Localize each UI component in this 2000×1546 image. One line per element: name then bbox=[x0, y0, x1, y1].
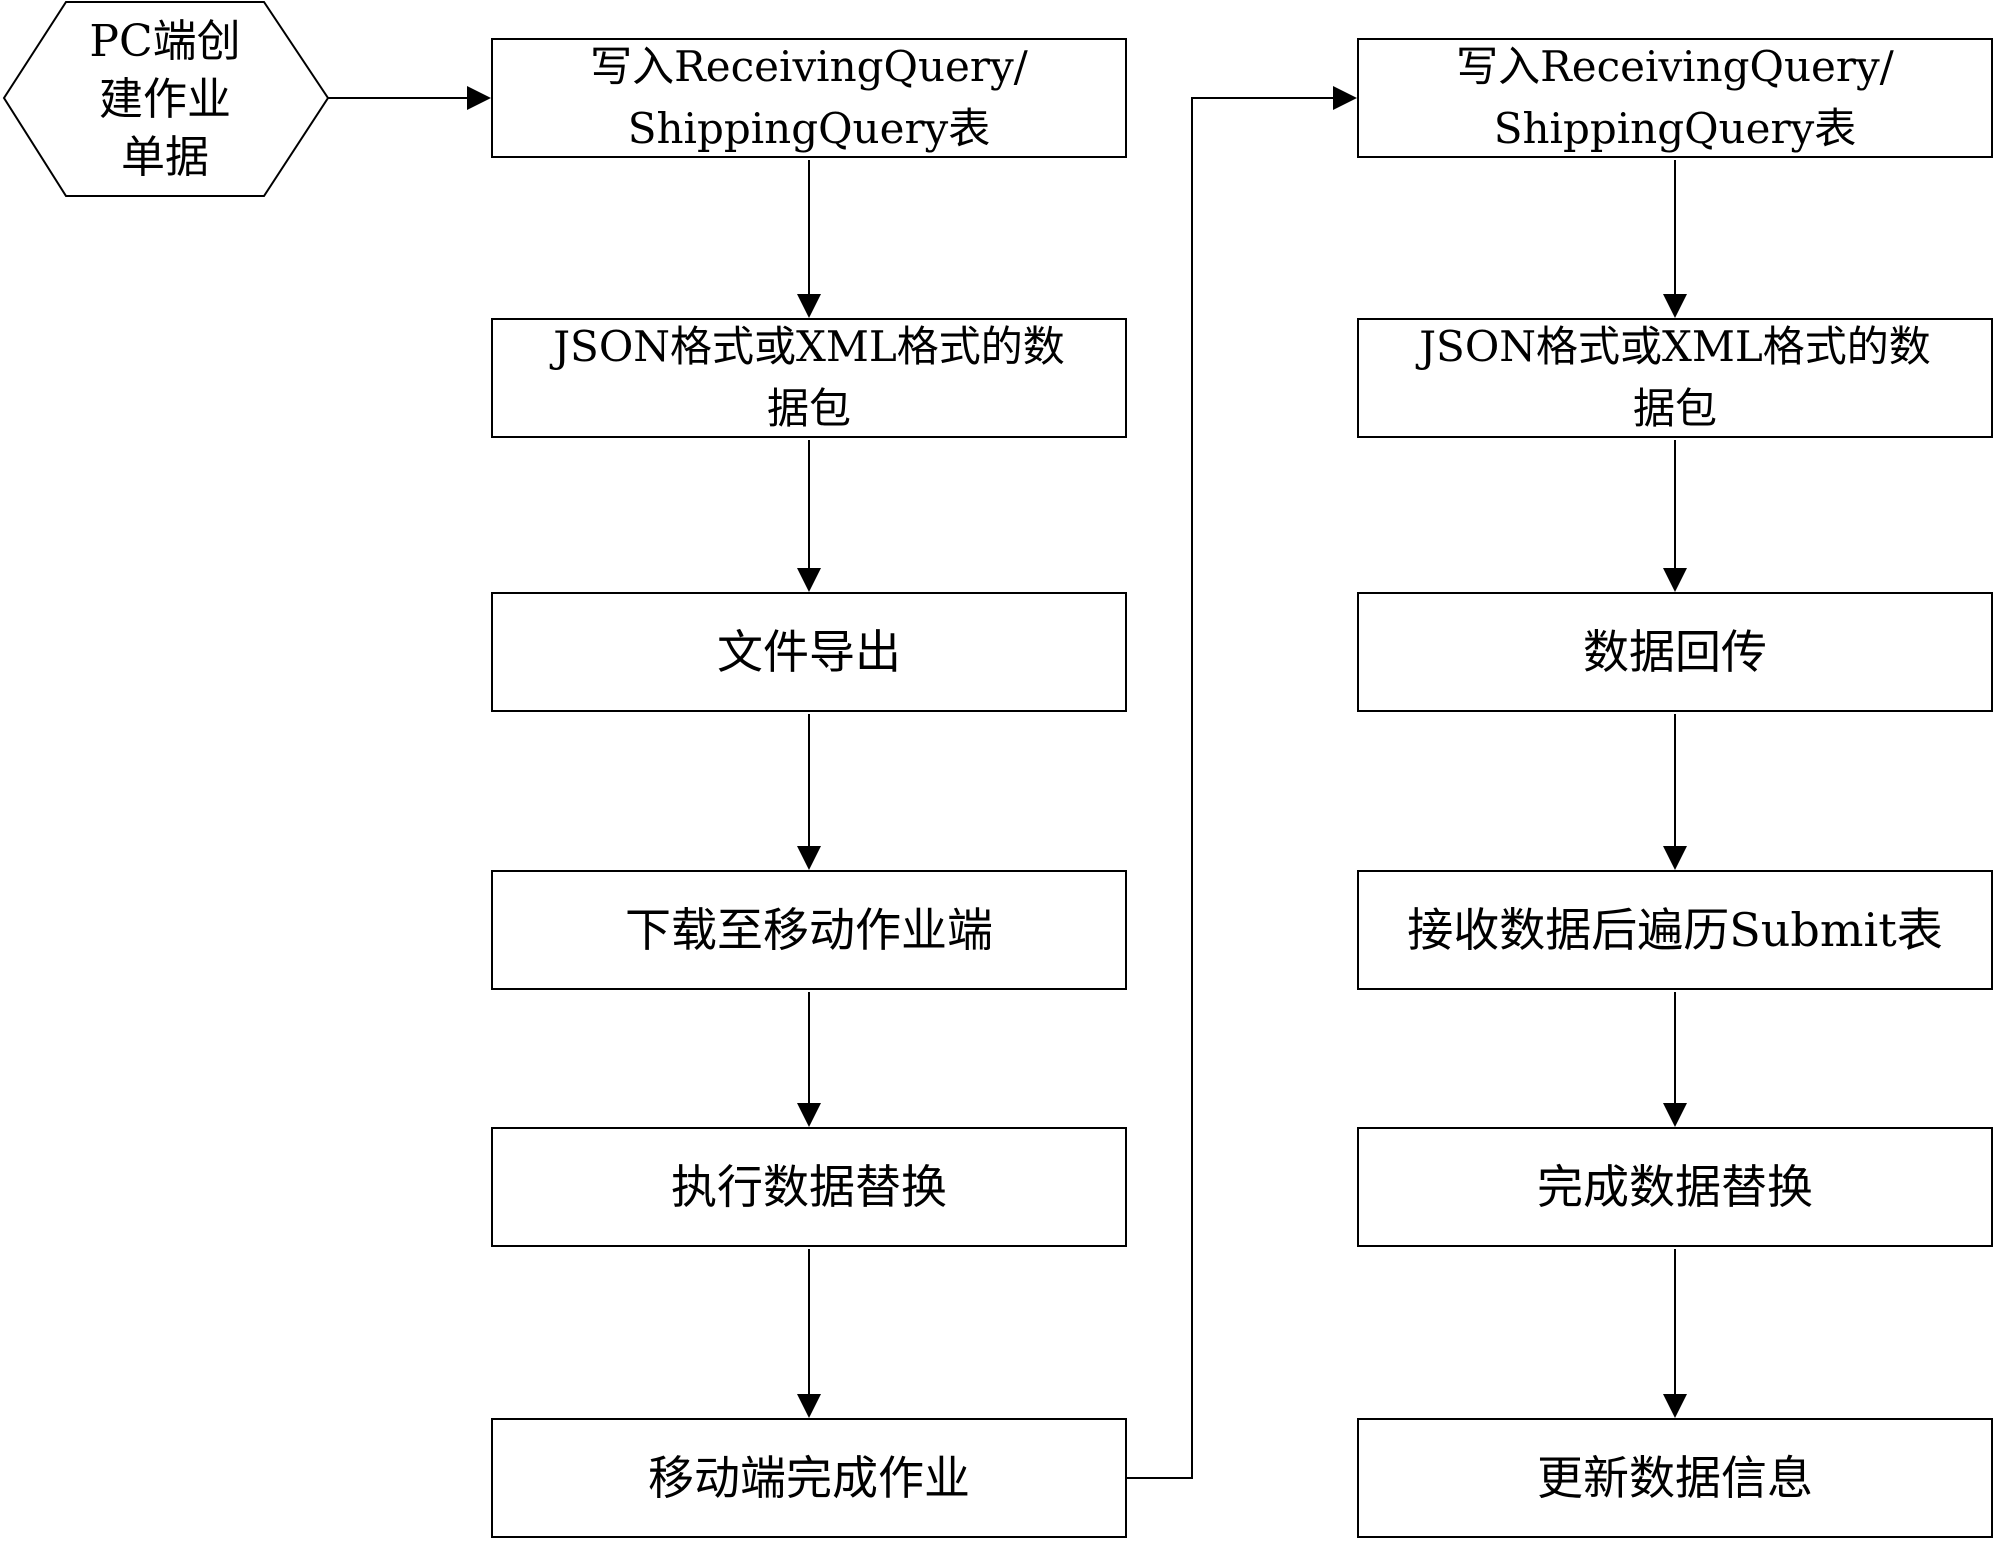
left-step5-label: 执行数据替换 bbox=[671, 1160, 947, 1214]
left-column-arrows bbox=[797, 160, 821, 1418]
left-step1-line2: ShippingQuery表 bbox=[627, 104, 991, 153]
left-step-write-query-table: 写入ReceivingQuery/ ShippingQuery表 bbox=[491, 38, 1127, 158]
right-step-data-package: JSON格式或XML格式的数 据包 bbox=[1357, 318, 1993, 438]
right-step-write-query-table: 写入ReceivingQuery/ ShippingQuery表 bbox=[1357, 38, 1993, 158]
connector-left-to-right bbox=[1127, 97, 1339, 1479]
left-step-data-package: JSON格式或XML格式的数 据包 bbox=[491, 318, 1127, 438]
start-line-1: PC端创 bbox=[89, 16, 241, 67]
arrowhead-to-right-step1 bbox=[1333, 86, 1357, 110]
right-step5-label: 完成数据替换 bbox=[1537, 1160, 1813, 1214]
left-step2-line1: JSON格式或XML格式的数 bbox=[553, 322, 1065, 371]
right-step1-line2: ShippingQuery表 bbox=[1493, 104, 1857, 153]
left-step3-label: 文件导出 bbox=[717, 625, 901, 679]
left-step2-line2: 据包 bbox=[766, 384, 851, 433]
right-step6-label: 更新数据信息 bbox=[1537, 1451, 1813, 1505]
left-step-mobile-complete: 移动端完成作业 bbox=[491, 1418, 1127, 1538]
arrowhead-start bbox=[467, 86, 491, 110]
left-step1-line1: 写入ReceivingQuery/ bbox=[590, 42, 1028, 91]
right-step-update-info: 更新数据信息 bbox=[1357, 1418, 1993, 1538]
right-step-traverse-submit-table: 接收数据后遍历Submit表 bbox=[1357, 870, 1993, 990]
left-step6-label: 移动端完成作业 bbox=[648, 1451, 970, 1505]
right-step4-label: 接收数据后遍历Submit表 bbox=[1407, 903, 1943, 957]
right-column-arrows bbox=[1663, 160, 1687, 1418]
right-step3-label: 数据回传 bbox=[1583, 625, 1767, 679]
right-step-data-return: 数据回传 bbox=[1357, 592, 1993, 712]
left-step-execute-replace: 执行数据替换 bbox=[491, 1127, 1127, 1247]
left-step-download-to-mobile: 下载至移动作业端 bbox=[491, 870, 1127, 990]
left-step-file-export: 文件导出 bbox=[491, 592, 1127, 712]
right-step-complete-replace: 完成数据替换 bbox=[1357, 1127, 1993, 1247]
right-step2-line1: JSON格式或XML格式的数 bbox=[1419, 322, 1931, 371]
left-step4-label: 下载至移动作业端 bbox=[625, 903, 993, 957]
start-line-3: 单据 bbox=[121, 132, 209, 183]
right-step1-line1: 写入ReceivingQuery/ bbox=[1456, 42, 1894, 91]
start-hexagon bbox=[2, 0, 330, 197]
right-step2-line2: 据包 bbox=[1632, 384, 1717, 433]
start-line-2: 建作业 bbox=[99, 74, 231, 125]
start-node-label: PC端创 建作业 单据 bbox=[60, 10, 270, 190]
